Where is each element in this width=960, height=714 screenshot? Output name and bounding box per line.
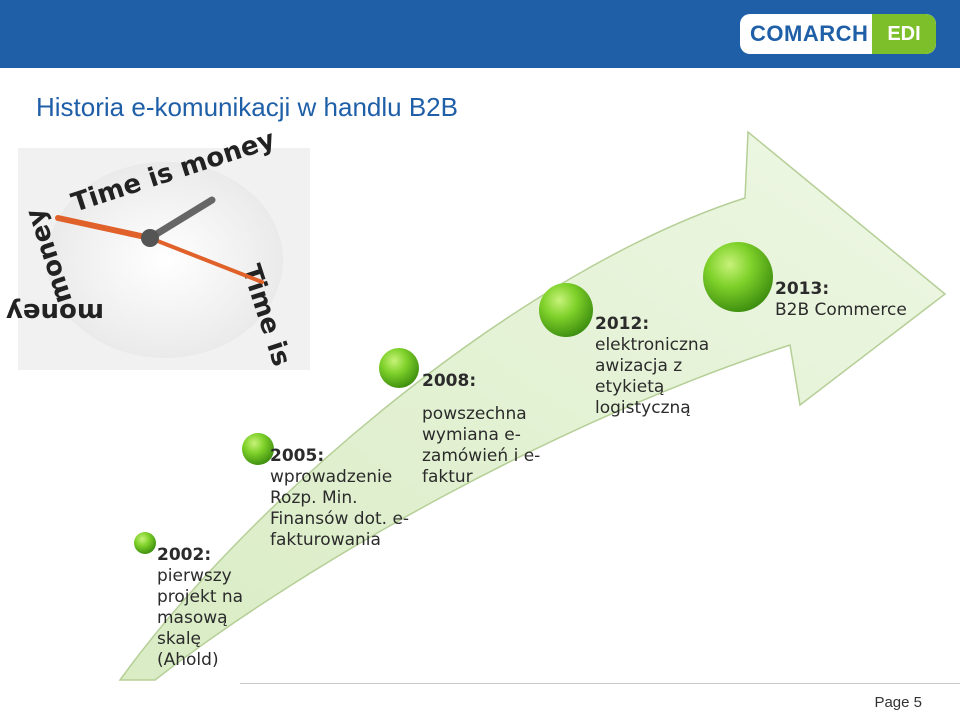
milestone-ball-2002 (134, 532, 156, 554)
page-number: Page 5 (874, 694, 922, 711)
clock-hand-orange-1 (55, 215, 153, 241)
milestone-2005: 2005: wprowadzenie Rozp. Min. Finansów d… (270, 446, 410, 551)
milestone-description: elektroniczna awizacja z etykietą logist… (595, 335, 710, 418)
milestone-year: 2012: (595, 314, 650, 334)
milestone-description: B2B Commerce (775, 300, 907, 320)
milestone-year: 2005: (270, 446, 325, 466)
milestone-year: 2013: (775, 279, 830, 299)
clock-hand-orange-2 (148, 236, 264, 284)
milestone-description: powszechna wymiana e-zamówień i e-faktur (422, 404, 541, 487)
clock-illustration: Time is money Time is money money (6, 125, 310, 370)
milestone-description: wprowadzenie Rozp. Min. Finansów dot. e-… (270, 467, 410, 550)
milestone-2008: 2008: powszechna wymiana e-zamówień i e-… (422, 371, 550, 488)
slide-title: Historia e-komunikacji w handlu B2B (36, 92, 458, 122)
milestone-ball-2013 (703, 242, 773, 312)
milestone-2012: 2012: elektroniczna awizacja z etykietą … (595, 314, 725, 419)
logo-product: EDI (872, 14, 936, 54)
milestone-ball-2012 (539, 283, 593, 337)
clock-hand-grey (146, 196, 216, 242)
milestone-description: pierwszy projekt na masową skalę (Ahold) (157, 566, 244, 670)
milestone-ball-2005 (242, 433, 274, 465)
clock-text-bottom: money (6, 297, 104, 327)
milestone-2013: 2013: B2B Commerce (775, 279, 920, 321)
clock-face (47, 162, 283, 358)
logo-brand: COMARCH (750, 21, 869, 46)
milestone-2002: 2002: pierwszy projekt na masową skalę (… (157, 545, 252, 671)
milestone-year: 2008: (422, 371, 477, 391)
comarch-edi-logo: COMARCH EDI (740, 14, 936, 54)
milestone-ball-2008 (379, 348, 419, 388)
footer-divider (240, 683, 960, 684)
milestone-year: 2002: (157, 545, 212, 565)
clock-center (141, 229, 159, 247)
